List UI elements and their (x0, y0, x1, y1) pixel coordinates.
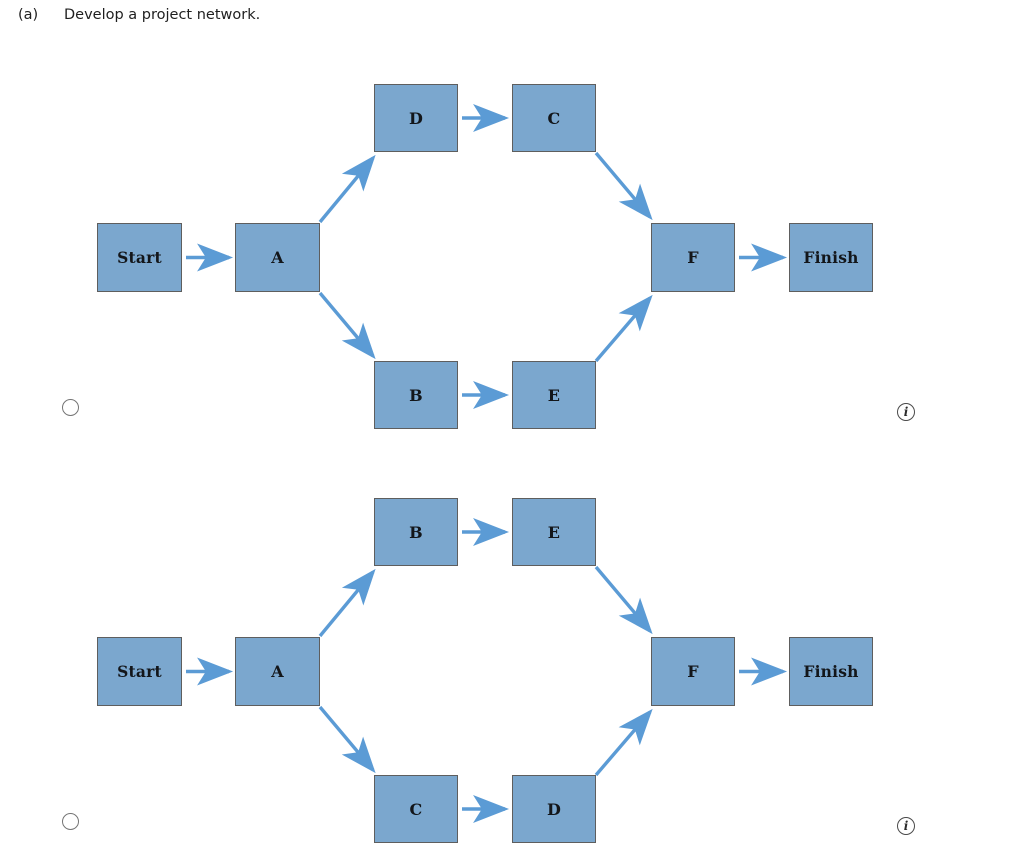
edge-top2-f (594, 565, 653, 635)
info-icon[interactable]: i (897, 403, 915, 421)
edge-a-bot1 (318, 291, 376, 360)
node-finish: Finish (789, 637, 873, 706)
project-network-diagram-1: Start A D C B E F Finish (0, 30, 1024, 429)
node-bottom-2: D (512, 775, 596, 843)
edge-a-top1 (318, 568, 376, 638)
radio-button-option-1[interactable] (62, 399, 79, 416)
edge-a-top1 (318, 154, 376, 224)
node-top-1: B (374, 498, 458, 566)
answer-option-2[interactable]: Start A B E C D F Finish i (0, 444, 1024, 844)
project-network-diagram-2: Start A B E C D F Finish (0, 444, 1024, 843)
node-bottom-2: E (512, 361, 596, 429)
node-bottom-1: C (374, 775, 458, 843)
question-text: Develop a project network. (64, 7, 261, 23)
node-f: F (651, 637, 735, 706)
question-prompt: (a) Develop a project network. (18, 7, 260, 23)
node-start: Start (97, 223, 182, 292)
node-start: Start (97, 637, 182, 706)
question-label: (a) (18, 7, 39, 23)
node-a: A (235, 637, 320, 706)
node-top-2: E (512, 498, 596, 566)
node-f: F (651, 223, 735, 292)
radio-button-option-2[interactable] (62, 813, 79, 830)
edge-top2-f (594, 151, 653, 221)
node-top-1: D (374, 84, 458, 152)
node-top-2: C (512, 84, 596, 152)
answer-option-1[interactable]: Start A D C B E F Finish i (0, 30, 1024, 430)
node-a: A (235, 223, 320, 292)
info-icon[interactable]: i (897, 817, 915, 835)
node-bottom-1: B (374, 361, 458, 429)
node-finish: Finish (789, 223, 873, 292)
edge-bot2-f (594, 708, 653, 777)
edge-bot2-f (594, 294, 653, 363)
edge-a-bot1 (318, 705, 376, 774)
